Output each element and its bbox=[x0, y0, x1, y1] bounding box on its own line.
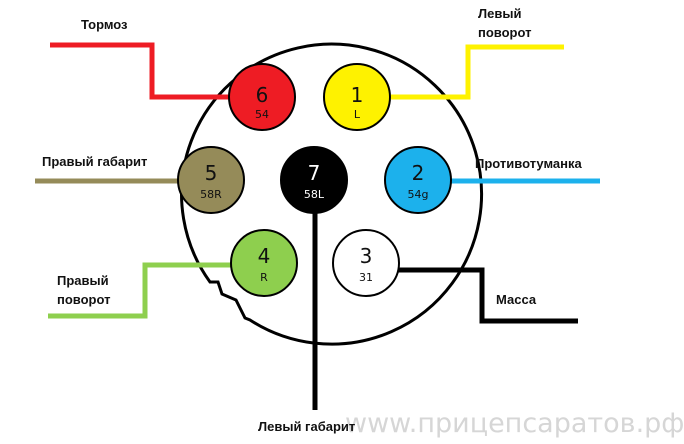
pin-1-code: L bbox=[354, 108, 361, 121]
wire-brake bbox=[50, 42, 240, 100]
label-brake: Тормоз bbox=[81, 17, 128, 32]
wire-left-turn bbox=[380, 44, 564, 100]
label-fog: Противотуманка bbox=[475, 156, 582, 171]
pin-2-number: 2 bbox=[412, 161, 425, 185]
pin-2-circle bbox=[384, 146, 452, 214]
label-right-turn-line2: поворот bbox=[57, 292, 110, 307]
label-left-turn-line2: поворот bbox=[478, 25, 531, 40]
pin-1-number: 1 bbox=[351, 83, 364, 107]
pin-5-number: 5 bbox=[205, 161, 218, 185]
pin-7-circle bbox=[280, 146, 348, 214]
pin-1: 1 L bbox=[323, 63, 391, 131]
pin-2-code: 54g bbox=[408, 188, 429, 201]
wire-right-turn bbox=[48, 262, 240, 319]
pin-7-code: 58L bbox=[304, 188, 325, 201]
label-right-marker: Правый габарит bbox=[42, 154, 147, 169]
pin-5: 5 58R bbox=[177, 146, 245, 214]
pin-5-circle bbox=[177, 146, 245, 214]
label-right-turn-line1: Правый bbox=[57, 273, 109, 288]
pin-4-code: R bbox=[260, 271, 268, 284]
pin-6-circle bbox=[228, 63, 296, 131]
pin-4: 4 R bbox=[230, 229, 298, 297]
label-ground: Масса bbox=[496, 292, 537, 307]
pin-1-circle bbox=[323, 63, 391, 131]
pin-5-code: 58R bbox=[200, 188, 222, 201]
wire-ground bbox=[385, 267, 578, 324]
pin-3: 3 31 bbox=[332, 229, 400, 297]
pin-3-circle bbox=[332, 229, 400, 297]
pin-3-number: 3 bbox=[360, 244, 373, 268]
pin-2: 2 54g bbox=[384, 146, 452, 214]
label-left-turn-line1: Левый bbox=[478, 6, 521, 21]
pin-7: 7 58L bbox=[280, 146, 348, 214]
pin-4-circle bbox=[230, 229, 298, 297]
label-left-marker: Левый габарит bbox=[258, 419, 355, 434]
pin-6-number: 6 bbox=[256, 83, 269, 107]
pin-3-code: 31 bbox=[359, 271, 373, 284]
pin-6: 6 54 bbox=[228, 63, 296, 131]
pin-6-code: 54 bbox=[255, 108, 269, 121]
pin-7-number: 7 bbox=[308, 161, 321, 185]
watermark: www.прицепсаратов.рф bbox=[345, 408, 684, 439]
pin-4-number: 4 bbox=[258, 244, 271, 268]
